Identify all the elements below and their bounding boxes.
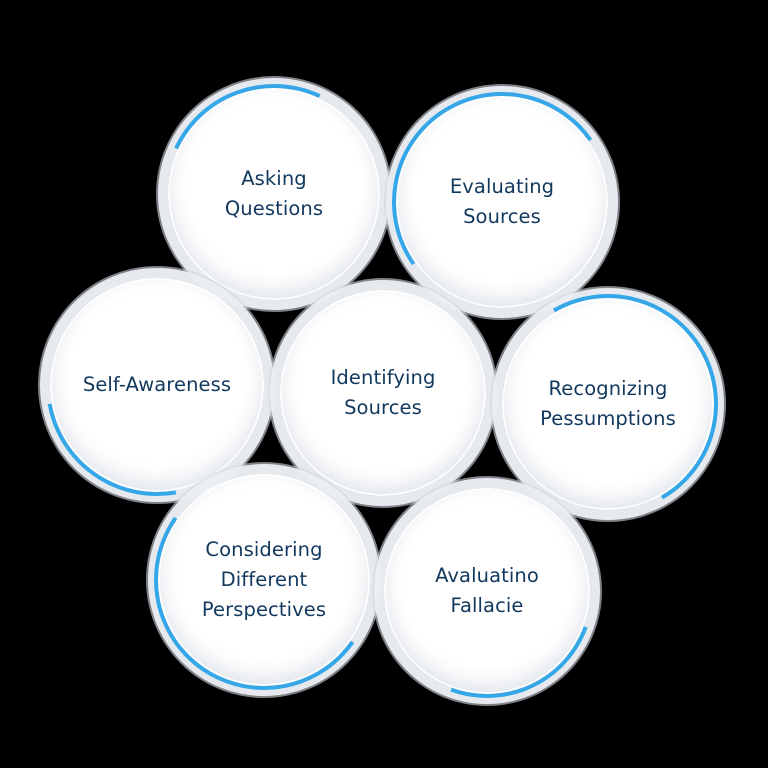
label-line: Perspectives — [201, 598, 327, 621]
bubble-label: Evaluating Sources — [436, 172, 568, 232]
bubble-recognizing-pessumptions: Recognizing Pessumptions — [473, 269, 743, 539]
bubble-label: Identifying Sources — [317, 363, 450, 423]
bubble-self-awareness: Self-Awareness — [2, 230, 312, 540]
bubble-avaluatino-fallacie: Avaluatino Fallacie — [344, 448, 630, 734]
label-line: Identifying — [330, 366, 436, 389]
bubble-evaluating-sources: Evaluating Sources — [374, 74, 630, 330]
bubble-considering-different-perspectives: Considering Different Perspectives — [136, 452, 392, 708]
label-line: Sources — [463, 205, 541, 228]
label-line: Recognizing — [548, 377, 668, 400]
label-line: Evaluating — [449, 175, 555, 198]
bubble-label: Self-Awareness — [69, 370, 245, 400]
label-line: Fallacie — [450, 594, 524, 617]
bubble-identifying-sources: Identifying Sources — [280, 290, 486, 496]
label-line: Different — [220, 568, 308, 591]
bubble-label: Avaluatino Fallacie — [421, 561, 553, 621]
bubble-label: Asking Questions — [211, 164, 337, 224]
label-line: Asking — [241, 167, 307, 190]
bubble-label: Recognizing Pessumptions — [526, 374, 690, 434]
label-line: Considering — [205, 538, 323, 561]
label-line: Pessumptions — [540, 407, 676, 430]
label-line: Questions — [224, 197, 324, 220]
label-line: Self-Awareness — [82, 373, 232, 396]
label-line: Avaluatino — [435, 564, 539, 587]
bubble-label: Considering Different Perspectives — [188, 535, 340, 625]
bubble-asking-questions: Asking Questions — [133, 53, 415, 335]
label-line: Sources — [344, 396, 422, 419]
